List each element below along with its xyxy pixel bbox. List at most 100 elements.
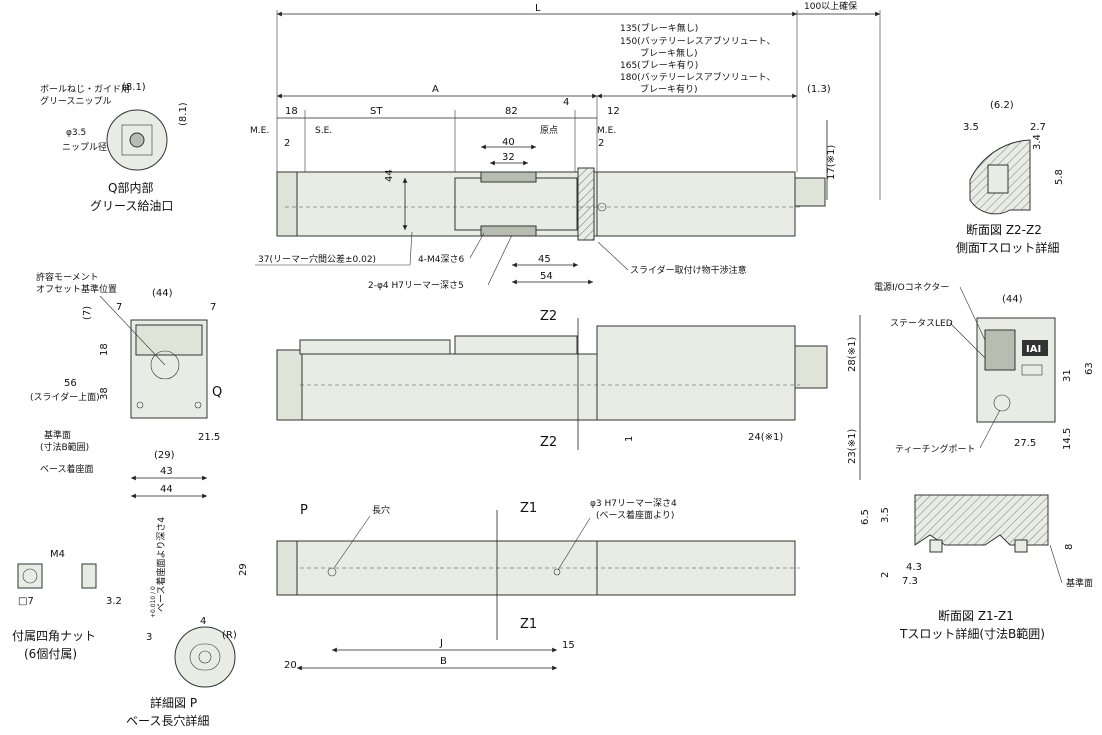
moment-label-2: オフセット基準位置: [36, 283, 117, 295]
motor-length-1: 135(ブレーキ無し): [620, 22, 698, 34]
q-dim-81b: (8.1): [178, 102, 189, 126]
p-detail-circle: [174, 626, 236, 688]
z1-section: 6.5 3.5 8 2 4.3 7.3 基準面 断面図 Z1-Z1 Tスロット詳…: [860, 494, 1093, 641]
z1-dim-35: 3.5: [880, 507, 891, 523]
q-label-line2: グリースニップル: [40, 95, 112, 107]
moment-label-1: 許容モーメント: [36, 271, 99, 283]
square-nut-front: [17, 563, 43, 589]
dim-17: 17(※1): [826, 145, 837, 180]
side-dim-23: 23(※1): [847, 429, 858, 464]
dim-40: 40: [502, 137, 515, 148]
power-connector-label: 電源I/Oコネクター: [874, 282, 949, 293]
motor-length-2: 150(バッテリーレスアブソリュート、: [620, 35, 776, 47]
note-reamer-pitch: 37(リーマー穴間公差±0.02): [258, 253, 376, 265]
z2-dim-35: 3.5: [963, 122, 979, 133]
dim-4: 4: [563, 97, 569, 108]
motor-length-3: ブレーキ無し): [640, 47, 698, 59]
side-dim-24: 24(※1): [748, 432, 783, 443]
z1-dim-8: 8: [1064, 544, 1075, 550]
z1-dim-2: 2: [880, 572, 891, 578]
end-dim-56: 56: [64, 378, 77, 389]
side-view: Z2 Z2 28(※1) 1 24(※1) 23(※1): [276, 309, 861, 480]
iai-logo: [1022, 340, 1048, 356]
end-dim-43: 43: [160, 466, 173, 477]
teaching-port-label: ティーチングポート: [895, 443, 975, 455]
dim-A: A: [432, 84, 439, 95]
end-view: 許容モーメント オフセット基準位置 (44) 7 7 (7) 18 38 56 …: [30, 271, 222, 499]
z1-dim-65: 6.5: [860, 509, 871, 525]
q-nipple-label: ニップル径: [62, 141, 107, 153]
grease-nipple-icon: [129, 132, 145, 148]
z2-subtitle: 側面Tスロット詳細: [956, 240, 1059, 255]
dim-clearance: 100以上確保: [804, 0, 857, 12]
note-slider-interference: スライダー取付け物干渉注意: [630, 264, 747, 276]
z2-dim-58: 5.8: [1054, 169, 1065, 185]
z1-subtitle: Tスロット詳細(寸法B範囲): [899, 626, 1045, 641]
q-label-line1: ボールねじ・ガイド用: [40, 84, 130, 95]
base-label-1: 基準面: [44, 429, 71, 441]
dim-L: L: [535, 3, 541, 14]
nut-dim-32: 3.2: [106, 596, 122, 607]
motor-length-6: ブレーキ有り): [640, 83, 698, 95]
bottom-dim-B: B: [440, 656, 447, 667]
conn-dim-44: (44): [1002, 294, 1023, 305]
side-view-body: [276, 353, 598, 421]
z1-section-shape: [914, 494, 1049, 546]
end-dim-56-note: (スライダー上面): [30, 391, 100, 403]
q-title: Q部内部: [108, 180, 153, 195]
end-dim-44b: 44: [160, 484, 173, 495]
p-dim-R: (R): [222, 630, 237, 641]
z1-title: 断面図 Z1-Z1: [938, 608, 1014, 623]
label-origin: 原点: [540, 125, 558, 136]
dim-44: 44: [384, 169, 395, 182]
motor-housing-top: [596, 171, 796, 237]
z1-dim-43: 4.3: [906, 562, 922, 573]
conn-dim-63: 63: [1084, 362, 1095, 375]
nut-M4: M4: [50, 549, 65, 560]
phi3-label-1: φ3 H7リーマー深さ4: [590, 498, 677, 509]
conn-dim-275: 27.5: [1014, 438, 1036, 449]
end-dim-215: 21.5: [198, 432, 220, 443]
q-dim-81a: (8.1): [122, 82, 146, 93]
bottom-dim-J: J: [439, 638, 443, 649]
p-dim-4: 4: [200, 616, 206, 627]
note-reamer-holes: 2-φ4 H7リーマー深さ5: [368, 280, 464, 291]
p-depth: ベース着座面より深さ4: [155, 517, 167, 612]
end-dim-18: 18: [99, 343, 110, 356]
connector-view: IAI 電源I/Oコネクター ステータスLED ティーチングポート (44) 3…: [874, 282, 1095, 455]
nut-thread-icon: [22, 568, 38, 584]
p-subtitle: ベース長穴詳細: [126, 713, 209, 728]
side-motor-housing: [596, 325, 796, 421]
bottom-label-P: P: [300, 503, 308, 518]
side-dim-1: 1: [624, 436, 635, 442]
dim-1-3: (1.3): [807, 84, 831, 95]
slot-shape: [189, 643, 221, 671]
io-connector-icon: [984, 329, 1016, 371]
phi3-label-2: (ベース着座面より): [596, 509, 674, 521]
end-dim-7a: 7: [116, 302, 122, 313]
dim-54: 54: [540, 271, 553, 282]
teaching-port-icon: [993, 394, 1011, 412]
p-title: 詳細図 P: [150, 695, 197, 710]
label-ME-left: M.E.: [250, 126, 269, 136]
interference-zone: [577, 167, 595, 241]
z2-title: 断面図 Z2-Z2: [966, 222, 1042, 237]
z1-base-label: 基準面: [1066, 577, 1093, 589]
bottom-dim-20: 20: [284, 660, 297, 671]
square-nut-detail: M4 □7 3.2 付属四角ナット (6個付属): [12, 549, 122, 661]
dim-18: 18: [285, 106, 298, 117]
nut-title: 付属四角ナット: [12, 629, 96, 643]
conn-dim-31: 31: [1062, 369, 1073, 382]
bottom-dim-29: 29: [238, 563, 249, 576]
end-dim-44: (44): [152, 288, 173, 299]
dim-12: 12: [607, 106, 620, 117]
conn-dim-145: 14.5: [1062, 428, 1073, 450]
end-dim-7c: (7): [82, 306, 93, 320]
p-tolerance: +0.010 / 0: [150, 586, 157, 618]
motor-cable-port: [794, 177, 826, 207]
bottom-label-slot: 長穴: [372, 504, 390, 516]
dim-2-left: 2: [284, 138, 290, 149]
end-dim-7b: 7: [210, 302, 216, 313]
motor-length-4: 165(ブレーキ有り): [620, 59, 698, 71]
